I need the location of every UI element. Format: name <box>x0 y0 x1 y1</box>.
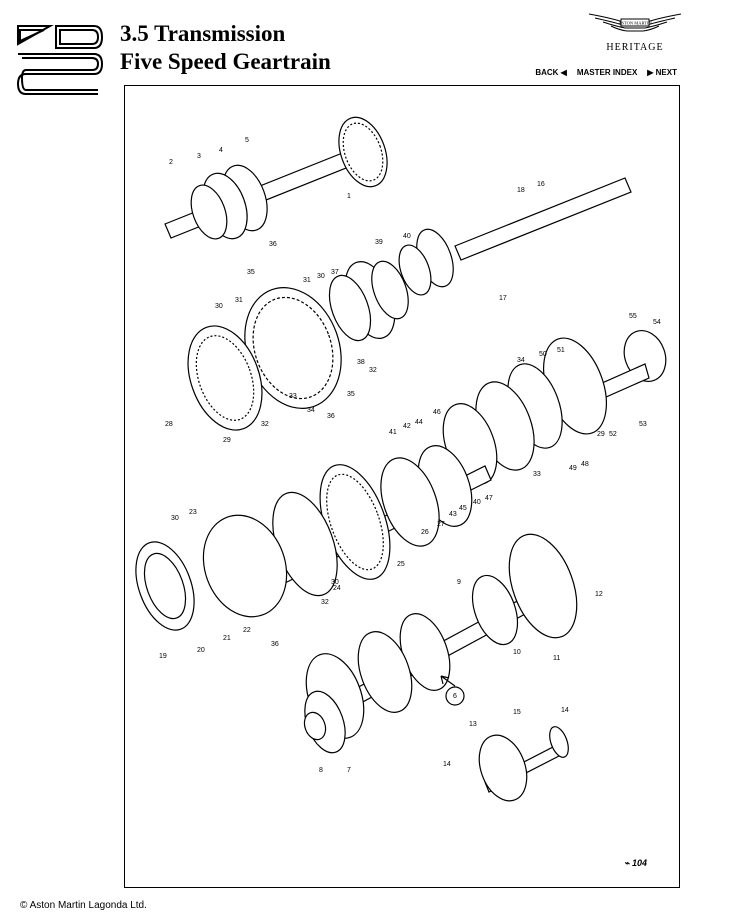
callout-25: 25 <box>397 561 405 568</box>
callout-9: 9 <box>457 579 461 586</box>
reverse-gear <box>478 726 569 802</box>
gear-cluster-right <box>442 330 667 485</box>
callout-40b: 40 <box>473 499 481 506</box>
callout-48: 48 <box>581 461 589 468</box>
callout-29b: 29 <box>597 431 605 438</box>
callout-43: 43 <box>449 511 457 518</box>
callout-8: 8 <box>319 767 323 774</box>
callout-29a: 29 <box>223 437 231 444</box>
synchro-assembly-upper <box>187 260 409 431</box>
back-link[interactable]: BACK ◀ <box>535 68 567 77</box>
callout-10: 10 <box>513 649 521 656</box>
aston-martin-wings-icon: ASTON MARTIN <box>588 13 682 32</box>
main-shaft <box>398 177 632 296</box>
callout-30b: 30 <box>317 273 325 280</box>
callout-34a: 34 <box>307 407 315 414</box>
layshaft <box>303 533 578 754</box>
callout-21: 21 <box>223 635 231 642</box>
figure-reference: ⌁ 104 <box>624 858 647 869</box>
copyright-footer: © Aston Martin Lagonda Ltd. <box>20 900 147 911</box>
gear-train-middle <box>135 445 492 631</box>
master-index-link[interactable]: MASTER INDEX <box>576 68 638 77</box>
callout-circle <box>445 686 465 706</box>
callout-30d: 30 <box>331 579 339 586</box>
callout-23: 23 <box>189 509 197 516</box>
callout-36c: 36 <box>271 641 279 648</box>
geartrain-diagram: 1 2 3 4 5 6 7 8 9 10 11 12 13 14 14 15 1… <box>124 85 680 888</box>
callout-34b: 34 <box>517 357 525 364</box>
callout-32c: 32 <box>321 599 329 606</box>
exploded-view-illustration: 1 2 3 4 5 6 7 8 9 10 11 12 13 14 14 15 1… <box>135 116 667 802</box>
callout-39: 39 <box>375 239 383 246</box>
callout-38: 38 <box>357 359 365 366</box>
callout-31a: 31 <box>235 297 243 304</box>
callout-47: 47 <box>485 495 493 502</box>
callout-40a: 40 <box>403 233 411 240</box>
callout-30a: 30 <box>215 303 223 310</box>
callout-labels: 1 2 3 4 5 6 7 8 9 10 11 12 13 14 14 15 1… <box>159 137 661 774</box>
callout-35b: 35 <box>347 391 355 398</box>
callout-41: 41 <box>389 429 397 436</box>
callout-37: 37 <box>331 269 339 276</box>
heritage-label: HERITAGE <box>606 42 664 53</box>
callout-33b: 33 <box>533 471 541 478</box>
callout-44: 44 <box>415 419 423 426</box>
callout-35a: 35 <box>247 269 255 276</box>
callout-54: 54 <box>653 319 661 326</box>
callout-28: 28 <box>165 421 173 428</box>
dbs-logo <box>14 18 104 98</box>
assembly-arrow-icon <box>440 675 456 687</box>
callout-5: 5 <box>245 137 249 144</box>
figure-ref-icon: ⌁ <box>624 858 630 868</box>
callout-52: 52 <box>609 431 617 438</box>
callout-55: 55 <box>629 313 637 320</box>
callout-31b: 31 <box>303 277 311 284</box>
callout-46: 46 <box>433 409 441 416</box>
brand-name: ASTON MARTIN <box>618 21 652 26</box>
page-title: 3.5 Transmission Five Speed Geartrain <box>120 20 331 76</box>
title-line-1: 3.5 Transmission <box>120 21 286 46</box>
callout-53: 53 <box>639 421 647 428</box>
callout-50: 50 <box>539 351 547 358</box>
callout-42: 42 <box>403 423 411 430</box>
callout-17: 17 <box>499 295 507 302</box>
callout-19: 19 <box>159 653 167 660</box>
callout-36b: 36 <box>327 413 335 420</box>
callout-33a: 33 <box>289 393 297 400</box>
callout-15: 15 <box>513 709 521 716</box>
callout-51: 51 <box>557 347 565 354</box>
callout-18: 18 <box>517 187 525 194</box>
callout-45: 45 <box>459 505 467 512</box>
input-shaft <box>164 116 388 240</box>
callout-12: 12 <box>595 591 603 598</box>
figure-ref-number: 104 <box>631 858 647 868</box>
callout-20: 20 <box>197 647 205 654</box>
callout-13: 13 <box>469 721 477 728</box>
callout-49: 49 <box>569 465 577 472</box>
callout-2: 2 <box>169 159 173 166</box>
callout-24: 24 <box>333 585 341 592</box>
callout-32b: 32 <box>369 367 377 374</box>
callout-30c: 30 <box>171 515 179 522</box>
callout-22: 22 <box>243 627 251 634</box>
callout-32a: 32 <box>261 421 269 428</box>
callout-36a: 36 <box>269 241 277 248</box>
callout-3: 3 <box>197 153 201 160</box>
callout-14a: 14 <box>561 707 569 714</box>
callout-7: 7 <box>347 767 351 774</box>
callout-6: 6 <box>453 693 457 700</box>
title-line-2: Five Speed Geartrain <box>120 49 331 74</box>
callout-14b: 14 <box>443 761 451 768</box>
callout-11: 11 <box>553 655 560 662</box>
callout-27: 27 <box>437 521 445 528</box>
callout-26: 26 <box>421 529 429 536</box>
navigation-bar: BACK ◀ MASTER INDEX ▶ NEXT <box>535 68 677 77</box>
callout-1: 1 <box>347 193 351 200</box>
next-link[interactable]: ▶ NEXT <box>647 68 677 77</box>
aston-martin-logo: ASTON MARTIN HERITAGE <box>585 8 685 53</box>
callout-4: 4 <box>219 147 223 154</box>
callout-16: 16 <box>537 181 545 188</box>
